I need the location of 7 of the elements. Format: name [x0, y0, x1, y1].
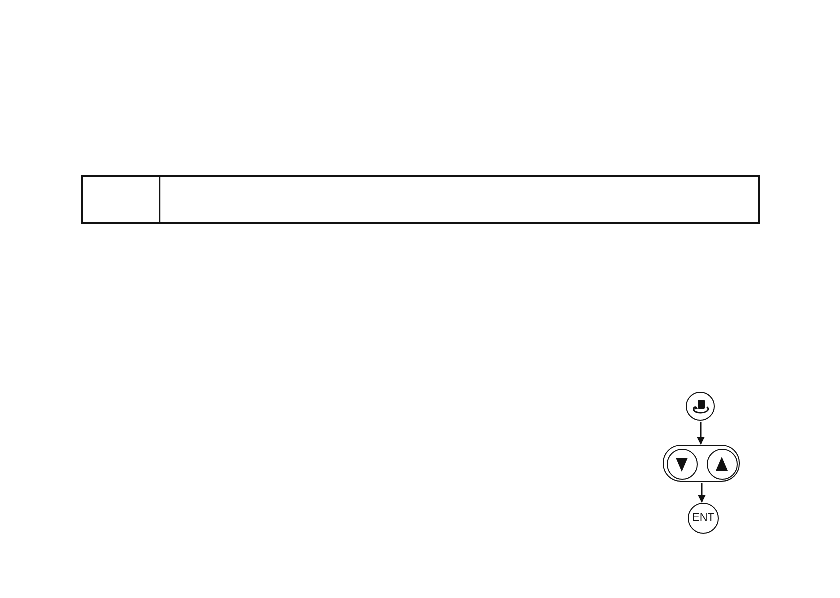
- arrow: [698, 483, 706, 503]
- button-pair-frame: [663, 445, 740, 482]
- rotate-button: [686, 392, 715, 421]
- up-button: [707, 449, 738, 480]
- down-button: [667, 449, 698, 480]
- enter-button: ENT: [688, 503, 719, 534]
- arrow: [697, 422, 705, 445]
